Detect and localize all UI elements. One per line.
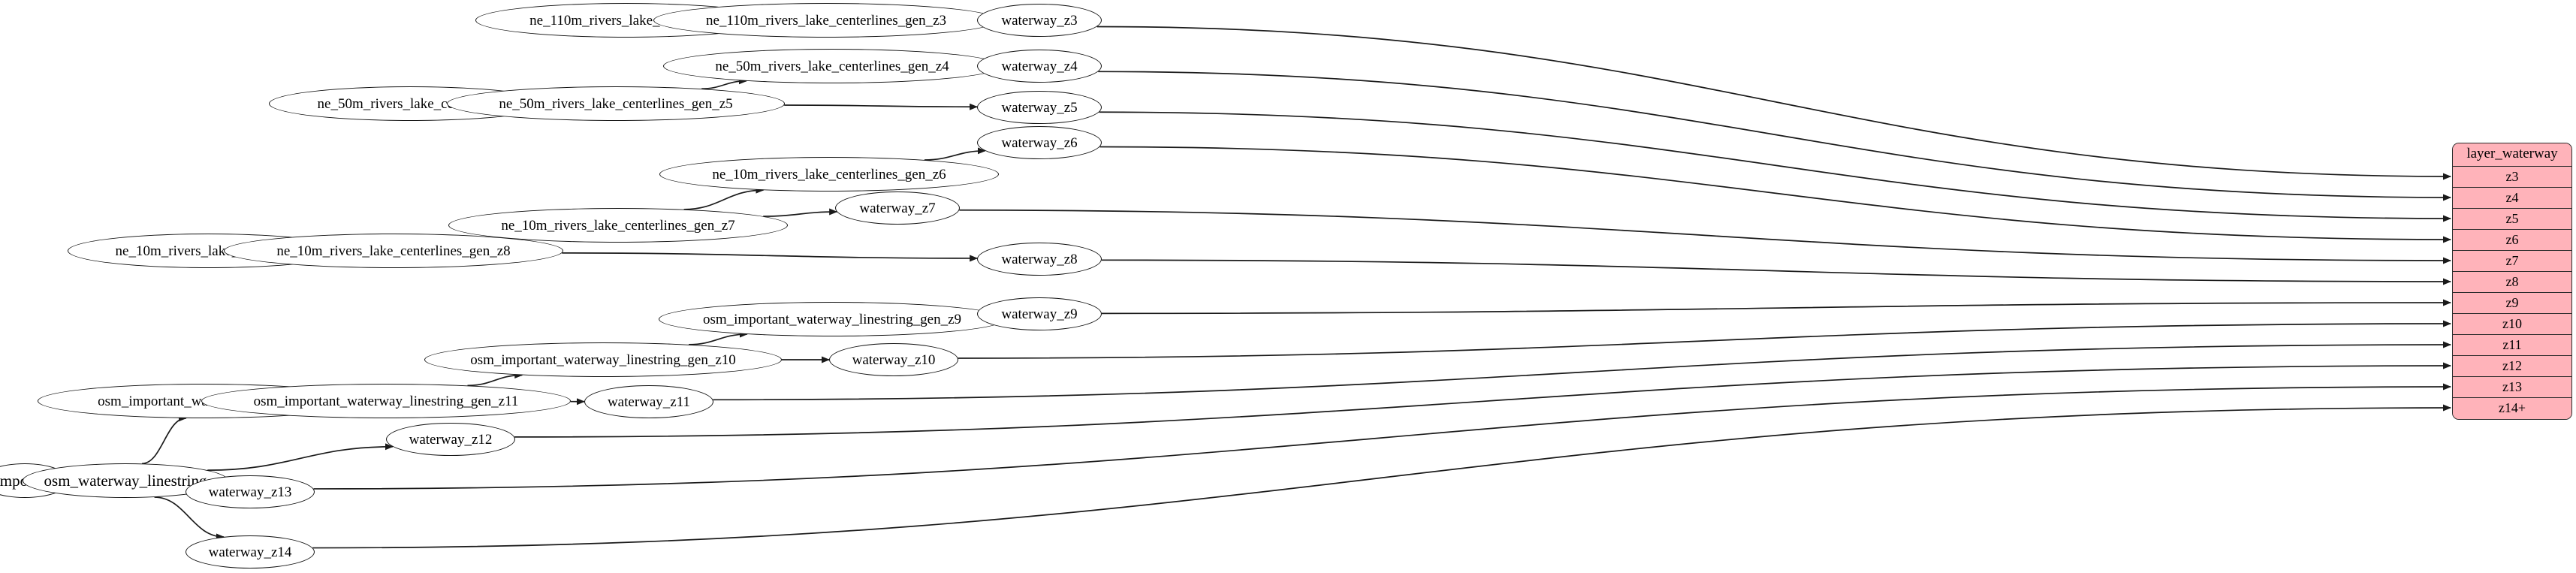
graph-node-label: ne_50m_rivers_lake_centerlines_gen_z5: [499, 95, 733, 112]
graph-node-label: ne_10m_rivers_lake_centerlines_gen_z8: [276, 243, 511, 259]
graph-edge: [689, 330, 748, 345]
graph-node-label: waterway_z14: [208, 544, 292, 560]
graph-node-osm-important-waterway-linestring-gen-z11[interactable]: osm_important_waterway_linestring_gen_z1…: [201, 384, 571, 418]
graph-node-label: waterway_z5: [1001, 99, 1078, 116]
graph-node-waterway-z9[interactable]: waterway_z9: [977, 297, 1102, 330]
graph-node-osm-important-waterway-linestring-gen-z10[interactable]: osm_important_waterway_linestring_gen_z1…: [424, 342, 782, 377]
graph-node-waterway-z12[interactable]: waterway_z12: [386, 423, 515, 456]
graph-node-label: waterway_z13: [208, 484, 292, 500]
graph-node-label: waterway_z7: [859, 200, 936, 216]
graph-node-waterway-z8[interactable]: waterway_z8: [977, 243, 1102, 276]
graph-node-ne-10m-rivers-lake-centerlines-gen-z8[interactable]: ne_10m_rivers_lake_centerlines_gen_z8: [224, 234, 563, 268]
record-row-z13[interactable]: z13: [2453, 377, 2571, 398]
record-row-z8[interactable]: z8: [2453, 272, 2571, 293]
graph-edge: [1101, 299, 2451, 315]
graph-edge: [1101, 259, 2451, 285]
graph-edge: [312, 404, 2451, 549]
graph-node-waterway-z10[interactable]: waterway_z10: [829, 343, 958, 376]
graph-node-waterway-z13[interactable]: waterway_z13: [186, 475, 315, 508]
graph-edge: [763, 208, 838, 217]
graph-node-waterway-z3[interactable]: waterway_z3: [977, 4, 1102, 37]
graph-edge: [141, 415, 187, 465]
graph-node-label: osm_important_waterway_linestring_gen_z9: [702, 311, 962, 327]
graph-node-label: osm_important_waterway_linestring_gen_z1…: [253, 393, 519, 409]
record-row-z3[interactable]: z3: [2453, 167, 2571, 188]
graph-node-label: osm_waterway_linestring: [44, 471, 207, 490]
record-row-z4[interactable]: z4: [2453, 188, 2571, 209]
graph-edge: [959, 209, 2451, 264]
record-row-z12[interactable]: z12: [2453, 356, 2571, 377]
graph-edge: [1098, 71, 2451, 201]
graph-node-osm-important-waterway-linestring-gen-z9[interactable]: osm_important_waterway_linestring_gen_z9: [659, 302, 1006, 336]
graph-node-label: waterway_z9: [1001, 306, 1078, 322]
graph-edge: [683, 186, 765, 210]
graph-node-label: ne_10m_rivers_lake_centerlines_gen_z6: [712, 166, 946, 182]
graph-node-label: ne_110m_rivers_lake_centerlines_gen_z3: [705, 12, 947, 29]
graph-node-label: waterway_z8: [1001, 251, 1078, 267]
graph-node-ne-110m-rivers-lake-centerlines-gen-z3[interactable]: ne_110m_rivers_lake_centerlines_gen_z3: [653, 3, 999, 38]
graph-node-waterway-z4[interactable]: waterway_z4: [977, 50, 1102, 83]
graph-node-ne-50m-rivers-lake-centerlines-gen-z5[interactable]: ne_50m_rivers_lake_centerlines_gen_z5: [447, 86, 785, 121]
graph-node-label: waterway_z11: [607, 394, 691, 410]
graph-node-waterway-z7[interactable]: waterway_z7: [835, 192, 960, 225]
graph-node-ne-50m-rivers-lake-centerlines-gen-z4[interactable]: ne_50m_rivers_lake_centerlines_gen_z4: [663, 49, 1001, 83]
record-row-z11[interactable]: z11: [2453, 335, 2571, 356]
graph-node-label: waterway_z4: [1001, 58, 1078, 74]
graph-edge: [207, 443, 394, 471]
graph-node-ne-10m-rivers-lake-centerlines-gen-z7[interactable]: ne_10m_rivers_lake_centerlines_gen_z7: [448, 208, 788, 243]
graph-node-waterway-z6[interactable]: waterway_z6: [977, 126, 1102, 159]
record-row-z5[interactable]: z5: [2453, 209, 2571, 230]
graph-edge: [1099, 146, 2451, 243]
record-header: layer_waterway: [2453, 143, 2571, 167]
graph-edge: [562, 252, 979, 262]
graph-node-waterway-z5[interactable]: waterway_z5: [977, 91, 1102, 124]
graph-edge: [467, 372, 523, 387]
graph-edge: [713, 341, 2451, 401]
record-row-z6[interactable]: z6: [2453, 230, 2571, 251]
graph-node-label: waterway_z12: [409, 431, 493, 448]
graph-node-label: osm_important_waterway_linestring_gen_z1…: [470, 351, 736, 368]
graph-edge: [958, 320, 2451, 359]
record-row-z7[interactable]: z7: [2453, 251, 2571, 272]
graph-edge: [1096, 26, 2451, 180]
graph-node-label: ne_50m_rivers_lake_centerlines_gen_z4: [715, 58, 949, 74]
graph-node-label: waterway_z6: [1001, 134, 1078, 151]
graph-node-label: ne_10m_rivers_lake_centerlines_gen_z7: [501, 217, 735, 234]
graph-edge: [514, 362, 2451, 438]
graph-node-label: waterway_z10: [852, 351, 936, 368]
graph-node-label: waterway_z3: [1001, 12, 1078, 29]
graph-node-ne-10m-rivers-lake-centerlines-gen-z6[interactable]: ne_10m_rivers_lake_centerlines_gen_z6: [659, 157, 999, 192]
graph-edge: [701, 77, 747, 90]
graph-node-waterway-z11[interactable]: waterway_z11: [584, 385, 713, 418]
graph-edge: [924, 147, 986, 161]
graph-edge: [1099, 111, 2451, 222]
record-row-z14plus[interactable]: z14+: [2453, 398, 2571, 419]
record-row-z9[interactable]: z9: [2453, 293, 2571, 314]
record-row-z10[interactable]: z10: [2453, 314, 2571, 335]
graph-edge: [784, 103, 979, 110]
graph-node-waterway-z14[interactable]: waterway_z14: [186, 535, 315, 568]
